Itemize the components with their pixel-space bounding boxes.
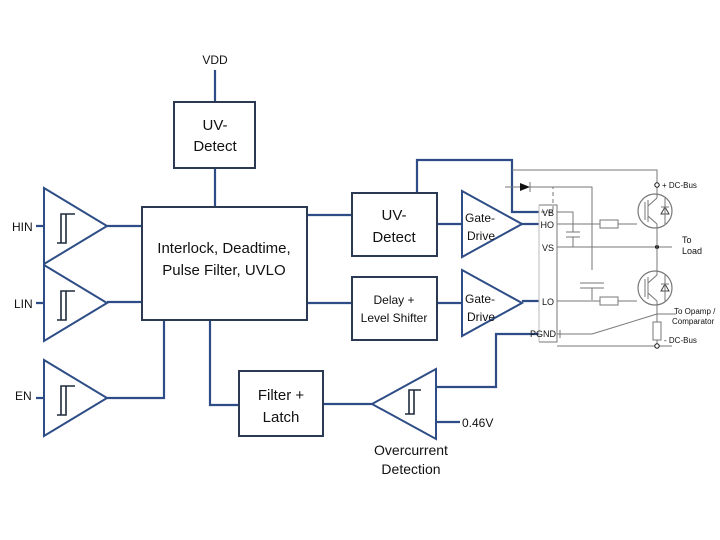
dc-minus-label: - DC-Bus (664, 336, 697, 345)
ic-pin-area (538, 204, 558, 343)
to-load-line2: Load (682, 246, 702, 256)
igbt-high-icon (637, 193, 673, 229)
interlock-line2: Pulse Filter, UVLO (162, 262, 285, 279)
pin-lo-label: LO (542, 297, 554, 307)
gate-drive-high: Gate- Drive (461, 189, 525, 259)
gate-drive-low-line2: Drive (467, 310, 495, 324)
gate-drive-low: Gate- Drive (461, 268, 525, 338)
ref-voltage-label: 0.46V (462, 416, 493, 430)
overcurrent-line1: Overcurrent (374, 442, 448, 458)
pin-vs-label: VS (542, 243, 554, 253)
uv-detect-top-line2: Detect (193, 138, 237, 155)
bootstrap-diode-icon (520, 183, 530, 191)
en-buffer (43, 358, 109, 438)
delay-shifter-line2: Level Shifter (361, 311, 428, 325)
overcurrent-comparator (369, 367, 437, 441)
lin-buffer (43, 263, 109, 343)
lin-label: LIN (14, 297, 33, 311)
pin-vb-label: VB (542, 208, 554, 218)
hin-label: HIN (12, 220, 33, 234)
uv-detect-top-line1: UV- (202, 117, 227, 134)
overcurrent-line2: Detection (381, 461, 440, 477)
vdd-label: VDD (202, 53, 228, 67)
interlock-line1: Interlock, Deadtime, (157, 240, 290, 257)
to-opamp-line2: Comparator (672, 317, 715, 326)
filter-latch-line2: Latch (263, 409, 300, 426)
delay-shifter-line1: Delay + (373, 293, 414, 307)
hin-buffer (43, 186, 109, 266)
uv-detect-top-block: UV- Detect (173, 101, 256, 169)
gate-drive-low-line1: Gate- (465, 292, 495, 306)
external-power-stage (505, 169, 676, 349)
delay-shifter-block: Delay + Level Shifter (351, 276, 438, 341)
en-label: EN (15, 389, 32, 403)
igbt-low-icon (637, 270, 673, 306)
filter-latch-block: Filter + Latch (238, 370, 324, 437)
input-leads (36, 224, 44, 400)
pin-ho-label: HO (541, 220, 555, 230)
uv-detect-mid-line1: UV- (381, 207, 406, 224)
interlock-block: Interlock, Deadtime, Pulse Filter, UVLO (141, 206, 308, 321)
to-opamp-line1: To Opamp / (674, 307, 716, 316)
gate-drive-high-line2: Drive (467, 229, 495, 243)
dc-plus-label: + DC-Bus (662, 181, 697, 190)
uv-detect-mid-line2: Detect (372, 229, 416, 246)
filter-latch-line1: Filter + (258, 387, 305, 404)
signal-wires (107, 70, 539, 424)
pin-pgnd-label: PGND (530, 329, 557, 339)
uv-detect-mid-block: UV- Detect (351, 192, 438, 257)
to-load-line1: To (682, 235, 692, 245)
gate-drive-high-line1: Gate- (465, 211, 495, 225)
